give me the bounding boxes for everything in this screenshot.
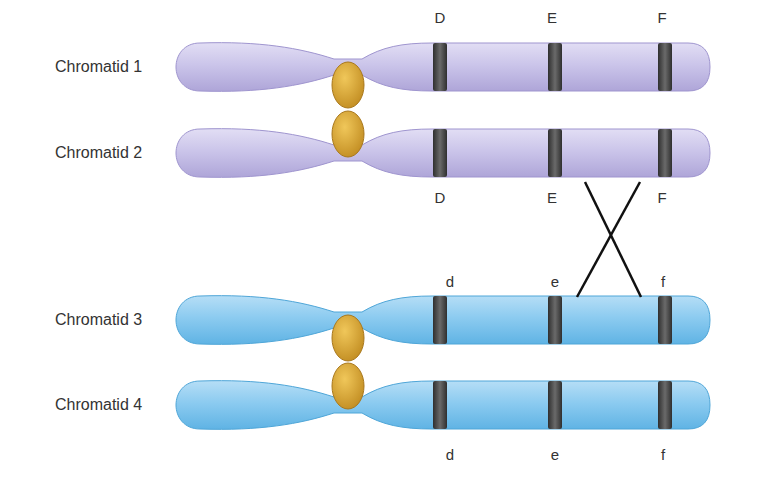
allele-label: E bbox=[547, 10, 557, 27]
gene-band bbox=[658, 381, 672, 429]
gene-band bbox=[658, 43, 672, 91]
gene-band bbox=[658, 296, 672, 344]
chromatid-body bbox=[176, 296, 710, 345]
chromatid-label: Chromatid 3 bbox=[55, 311, 142, 329]
gene-band bbox=[433, 381, 447, 429]
allele-label: e bbox=[551, 447, 559, 464]
centromere bbox=[332, 315, 364, 361]
allele-label: d bbox=[446, 274, 454, 291]
allele-label: F bbox=[657, 190, 666, 207]
crossover-line bbox=[577, 182, 640, 297]
gene-band bbox=[433, 296, 447, 344]
chromatid bbox=[176, 363, 710, 429]
chromatid-body bbox=[176, 129, 710, 178]
allele-label: e bbox=[551, 274, 559, 291]
gene-band bbox=[548, 129, 562, 177]
chromatid bbox=[176, 296, 710, 361]
gene-band bbox=[548, 296, 562, 344]
gene-band bbox=[548, 43, 562, 91]
gene-band bbox=[658, 129, 672, 177]
chromatid-label: Chromatid 4 bbox=[55, 396, 142, 414]
chromatid-label: Chromatid 1 bbox=[55, 58, 142, 76]
allele-label: D bbox=[435, 190, 446, 207]
allele-label: D bbox=[435, 10, 446, 27]
allele-label: E bbox=[547, 190, 557, 207]
gene-band bbox=[548, 381, 562, 429]
crossover-lines bbox=[577, 182, 641, 297]
gene-band bbox=[433, 129, 447, 177]
allele-label: f bbox=[661, 447, 665, 464]
chromatid bbox=[176, 111, 710, 177]
allele-label: f bbox=[661, 274, 665, 291]
crossover-line bbox=[585, 182, 641, 297]
chromatid-label: Chromatid 2 bbox=[55, 144, 142, 162]
centromere bbox=[332, 111, 364, 157]
allele-label: d bbox=[446, 447, 454, 464]
centromere bbox=[332, 62, 364, 108]
chromatid-body bbox=[176, 43, 710, 92]
chromatid bbox=[176, 43, 710, 108]
centromere bbox=[332, 363, 364, 409]
chromatid-body bbox=[176, 381, 710, 430]
allele-label: F bbox=[657, 10, 666, 27]
gene-band bbox=[433, 43, 447, 91]
